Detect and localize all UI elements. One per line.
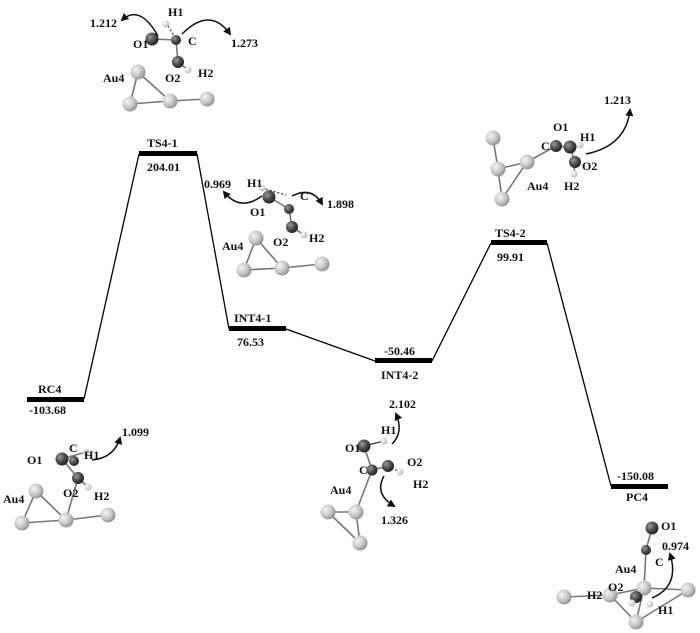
atom-label-au4: Au4 bbox=[615, 562, 636, 576]
atom-label-au4: Au4 bbox=[330, 483, 351, 497]
bond-length-label: 1.212 bbox=[90, 16, 117, 30]
value-ts41: 204.01 bbox=[147, 160, 180, 174]
atom-label-o1: O1 bbox=[553, 120, 568, 134]
atom-label-o2: O2 bbox=[582, 159, 597, 173]
label-int42: INT4-2 bbox=[381, 368, 418, 382]
atom-label-c: C bbox=[188, 34, 197, 48]
bond-arrow-int41-left bbox=[222, 190, 263, 204]
molecule-int41: 0.969 1.898 H1 O1 C O2 H2 Au4 bbox=[204, 176, 354, 278]
level-bar-rc4 bbox=[27, 397, 84, 402]
atom-label-h2: H2 bbox=[198, 66, 213, 80]
value-int41: 76.53 bbox=[237, 335, 264, 349]
label-pc4: PC4 bbox=[626, 490, 648, 504]
label-ts42: TS4-2 bbox=[495, 226, 526, 240]
atom-label-h2: H2 bbox=[564, 179, 579, 193]
atom-label-c: C bbox=[359, 463, 368, 477]
atom-label-h2: H2 bbox=[413, 477, 428, 491]
atom-label-h1: H1 bbox=[168, 5, 183, 19]
level-bar-int41 bbox=[229, 326, 286, 331]
label-rc4: RC4 bbox=[38, 382, 61, 396]
atom-label-au4: Au4 bbox=[103, 71, 124, 85]
value-pc4: -150.08 bbox=[617, 469, 654, 483]
bond-arrow-ts42 bbox=[585, 108, 634, 155]
atom-label-o1: O1 bbox=[345, 441, 360, 455]
level-bar-ts42 bbox=[491, 240, 547, 245]
bond-length-label: 1.099 bbox=[122, 425, 149, 439]
atom-label-o2: O2 bbox=[165, 71, 180, 85]
molecule-ts41: 1.212 1.273 H1 O1 C O2 H2 Au4 bbox=[90, 5, 258, 112]
value-rc4: -103.68 bbox=[29, 403, 66, 417]
atom-label-c: C bbox=[655, 555, 664, 569]
bond-length-label: 1.898 bbox=[327, 197, 354, 211]
atom-label-o1: O1 bbox=[133, 37, 148, 51]
atom-label-h1: H1 bbox=[580, 130, 595, 144]
atom-label-o2: O2 bbox=[608, 580, 623, 594]
bond-arrow-pc4 bbox=[651, 552, 676, 599]
atom-label-h2: H2 bbox=[94, 489, 109, 503]
level-bar-int42 bbox=[375, 358, 432, 363]
atom-label-au4: Au4 bbox=[527, 179, 548, 193]
value-int42: -50.46 bbox=[384, 344, 415, 358]
bond-arrow-rc4 bbox=[91, 436, 123, 461]
atom-label-o1: O1 bbox=[661, 519, 676, 533]
bond-length-label: 2.102 bbox=[389, 397, 416, 411]
level-bar-ts41 bbox=[139, 151, 197, 156]
atom-label-h1: H1 bbox=[84, 448, 99, 462]
atom-label-c: C bbox=[541, 139, 550, 153]
atom-label-o1: O1 bbox=[27, 453, 42, 467]
label-int41: INT4-1 bbox=[234, 311, 271, 325]
bond-length-label: 0.969 bbox=[204, 177, 231, 191]
atom-label-o2: O2 bbox=[407, 455, 422, 469]
value-ts42: 99.91 bbox=[497, 250, 524, 264]
atom-label-o2: O2 bbox=[63, 486, 78, 500]
atom-label-o2: O2 bbox=[273, 235, 288, 249]
molecule-int42: 2.102 1.326 O1 H1 C O2 H2 Au4 bbox=[320, 397, 428, 551]
atom-label-o1: O1 bbox=[250, 205, 265, 219]
bond-length-label: 0.974 bbox=[662, 539, 689, 553]
atom-label-h1: H1 bbox=[247, 176, 262, 190]
pathway-connectors bbox=[83, 153, 612, 487]
bond-arrow-int42-top bbox=[391, 412, 403, 445]
molecule-rc4: 1.099 O1 C H1 O2 H2 Au4 bbox=[3, 425, 149, 531]
atom-label-au4: Au4 bbox=[222, 239, 243, 253]
bond-length-label: 1.273 bbox=[231, 36, 258, 50]
atom-label-h2: H2 bbox=[587, 588, 602, 602]
molecule-pc4: 0.974 O1 C Au4 O2 H2 H1 bbox=[556, 519, 696, 630]
atom-label-h2: H2 bbox=[309, 231, 324, 245]
bond-arrow-ts41-right bbox=[181, 19, 232, 36]
atom-label-h1: H1 bbox=[658, 603, 673, 617]
atom-label-h1: H1 bbox=[381, 423, 396, 437]
bond-arrow-int41-right bbox=[291, 191, 323, 206]
level-bar-pc4 bbox=[611, 484, 668, 489]
atom-label-c: C bbox=[300, 189, 309, 203]
bond-arrow-ts41-left bbox=[120, 13, 159, 37]
bond-arrow-int42-bottom bbox=[379, 475, 396, 508]
molecule-ts42: 1.213 O1 H1 C O2 H2 Au4 bbox=[485, 93, 634, 207]
bond-length-label: 1.326 bbox=[381, 513, 408, 527]
bond-length-label: 1.213 bbox=[604, 93, 631, 107]
atom-label-c: C bbox=[69, 441, 78, 455]
atom-label-au4: Au4 bbox=[3, 492, 24, 506]
label-ts41: TS4-1 bbox=[147, 136, 178, 150]
